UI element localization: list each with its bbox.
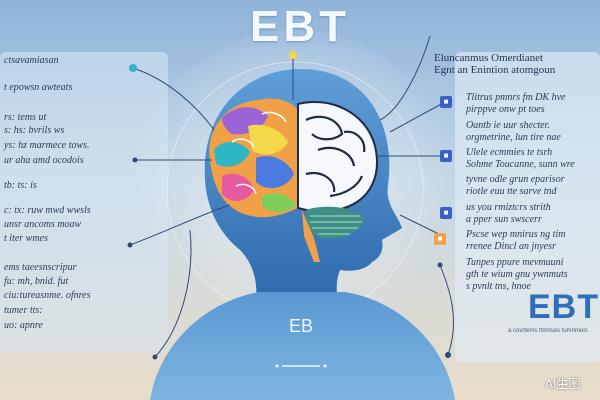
ebt-logo: EBT [528, 288, 599, 326]
right-text-line: Tunpes ppure mevmuuni [466, 257, 564, 268]
right-heading: Eluncanmus Omerdianet [434, 52, 544, 64]
left-text-line: ctsavamiasan [4, 55, 59, 66]
cerebellum [305, 206, 364, 239]
left-text-line: ciu:tureasnme. ofnres [4, 290, 91, 301]
right-text-line: Oantb ie uur shecter. [466, 120, 550, 131]
logo-caption: a covrtems ttmnses tumnmels [508, 328, 588, 334]
right-text-line: gth te wium gnu ywnmuts [466, 269, 568, 280]
right-text-line: a pper sun swscerr [466, 214, 542, 225]
square-marker-icon: ■ [440, 150, 452, 162]
left-text-line: fu: mh, bnid. fut [4, 276, 69, 287]
left-text-line: t iter wmes [4, 233, 48, 244]
right-text-line: Tlitrus pmnrs fm DK hve [466, 92, 566, 103]
square-marker-icon: ■ [440, 207, 452, 219]
square-marker-icon: ■ [434, 233, 446, 245]
right-text-line: orgmetrine, lun tire nae [466, 132, 561, 143]
page-title: EBT [250, 2, 350, 51]
left-text-line: uo: apnre [4, 320, 43, 331]
right-text-line: us you rmiztcrs strith [466, 202, 551, 213]
right-text-line: riotle euu tte sarve tnd [466, 186, 557, 197]
left-text-line: t epowsn awteats [4, 82, 73, 93]
left-text-line: ems taeesnscripur [4, 262, 77, 273]
left-text-line: unsr ancoms moaw [4, 219, 82, 230]
shoulders-silhouette [150, 292, 455, 400]
right-text-line: Ulele ecmmies te tsrh [466, 147, 553, 158]
right-text-line: Sohme Toucanne, sunn wre [466, 159, 575, 170]
right-text-line: Pscse wep mnirus ng tim [466, 229, 566, 240]
connector-dots [127, 51, 451, 360]
right-text-panel [455, 52, 600, 362]
left-text-line: s: hs: bvrils ws [4, 125, 65, 136]
left-text-line: tumer tts: [4, 305, 43, 316]
left-text-line: ur aha amd ocodois [4, 155, 84, 166]
watermark: AI生图 [545, 377, 581, 391]
right-subheading: Egnt an Enintion atomgoun [434, 64, 556, 76]
right-text-line: pirppve onw pt toes [466, 104, 545, 115]
left-text-line: ys: hz marmece tows. [4, 140, 90, 151]
right-text-line: tyvne odle grun eparisor [466, 174, 565, 185]
brain-stem [302, 210, 320, 262]
connector-lines [129, 35, 454, 358]
left-text-line: c: tx: ruw mwd wwsls [4, 205, 91, 216]
left-text-line: rs: tems ut [4, 112, 47, 123]
chest-badge: EB [288, 316, 313, 336]
dots-indicator-icon [275, 364, 327, 368]
right-text-line: rrenee Dincl an jnyesr [466, 241, 556, 252]
right-text-line: s pvnlt tns, hnoe [466, 281, 531, 292]
left-text-line: tb: ts: is [4, 180, 37, 191]
square-marker-icon: ■ [440, 96, 452, 108]
